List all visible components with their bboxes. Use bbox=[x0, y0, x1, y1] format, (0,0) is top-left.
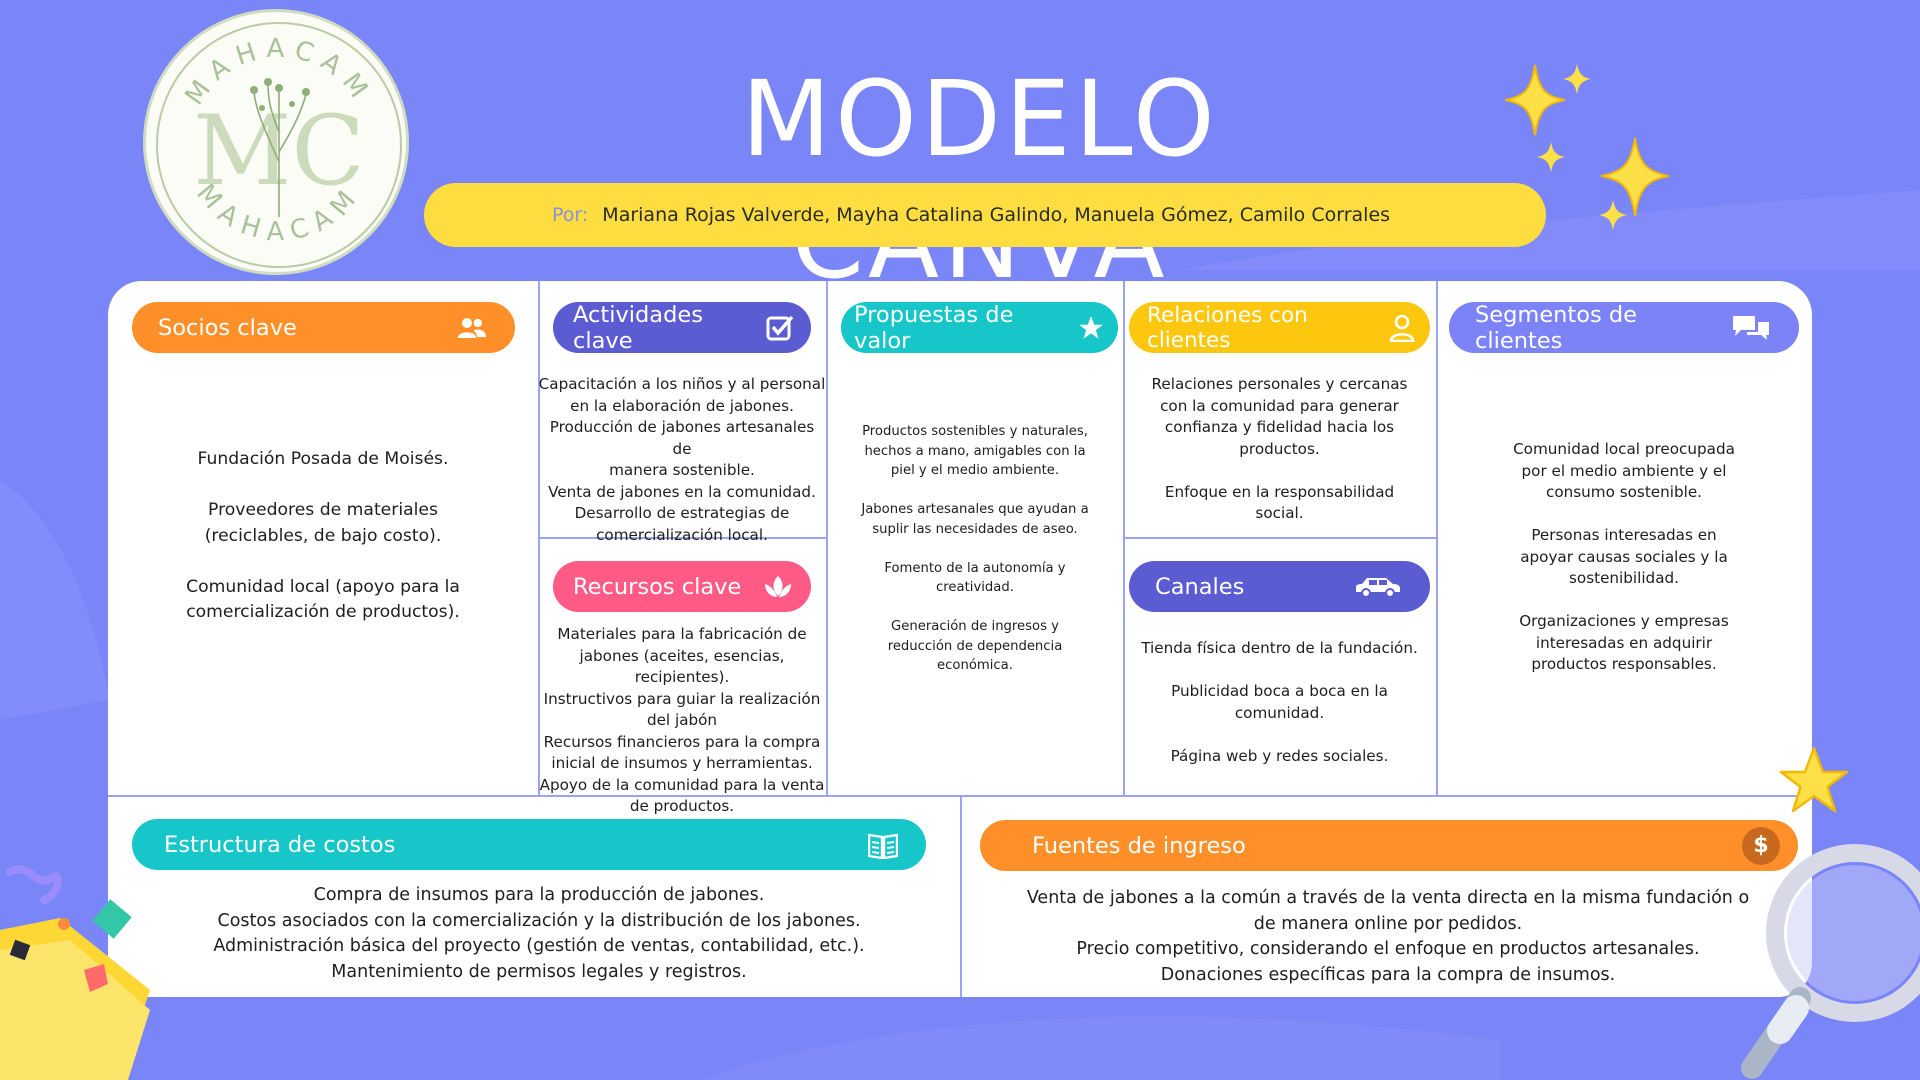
section-header-estructura-de-costos: Estructura de costos bbox=[132, 819, 926, 870]
section-title: Recursos clave bbox=[573, 573, 742, 600]
section-title: Fuentes de ingreso bbox=[1032, 832, 1246, 859]
section-header-propuestas-de-valor: Propuestas de valor bbox=[841, 301, 1118, 354]
section-header-canales: Canales bbox=[1129, 561, 1430, 612]
star-icon bbox=[1076, 313, 1106, 343]
divider bbox=[960, 795, 962, 997]
estructura-de-costos-content: Compra de insumos para la producción de … bbox=[213, 885, 865, 982]
socios-clave-content: Fundación Posada de Moisés. Proveedores … bbox=[186, 449, 460, 622]
person-icon bbox=[1387, 313, 1416, 343]
canales-content: Tienda física dentro de la fundación. Pu… bbox=[1141, 639, 1418, 765]
propuestas-de-valor-content: Productos sostenibles y naturales, hecho… bbox=[861, 424, 1089, 673]
car-icon bbox=[1354, 572, 1402, 602]
section-header-segmentos-de-clientes: Segmentos de clientes bbox=[1449, 301, 1799, 354]
section-header-actividades-clave: Actividades clave bbox=[553, 301, 811, 354]
recursos-clave-content: Materiales para la fabricación de jabone… bbox=[539, 625, 825, 815]
section-header-fuentes-de-ingreso: Fuentes de ingreso $ bbox=[980, 820, 1798, 871]
section-title: Canales bbox=[1155, 573, 1245, 600]
divider bbox=[538, 537, 826, 539]
mahacam-logo: MAHACAM MAHACAM MC bbox=[143, 9, 409, 275]
divider bbox=[538, 281, 540, 797]
canvas-board: Socios clave Fundación Posada de Moisés.… bbox=[108, 281, 1812, 997]
relaciones-con-clientes-content: Relaciones personales y cercanas con la … bbox=[1151, 375, 1408, 522]
lotus-icon bbox=[763, 572, 793, 602]
divider bbox=[826, 281, 828, 797]
section-title: Segmentos de clientes bbox=[1475, 301, 1638, 354]
section-header-socios-clave: Socios clave bbox=[132, 302, 515, 353]
book-icon bbox=[868, 830, 898, 860]
divider bbox=[1123, 537, 1436, 539]
sparkles-icon bbox=[1505, 64, 1670, 230]
section-title: Actividades clave bbox=[573, 301, 703, 354]
authors-banner: Por: Mariana Rojas Valverde, Mayha Catal… bbox=[424, 183, 1546, 247]
actividades-clave-content: Capacitación a los niños y al personal e… bbox=[538, 375, 826, 544]
authors-names: Mariana Rojas Valverde, Mayha Catalina G… bbox=[602, 204, 1391, 226]
section-header-relaciones-con-clientes: Relaciones con clientes bbox=[1129, 302, 1430, 353]
chat-bubbles-icon bbox=[1731, 313, 1771, 343]
authors-label: Por: bbox=[552, 204, 589, 226]
divider bbox=[1436, 281, 1438, 797]
section-title: Relaciones con clientes bbox=[1147, 302, 1308, 353]
fuentes-de-ingreso-content: Venta de jabones a la común a través de … bbox=[1026, 888, 1750, 985]
checkbox-icon bbox=[766, 313, 795, 343]
section-title: Estructura de costos bbox=[164, 831, 396, 858]
section-title: Socios clave bbox=[158, 314, 297, 341]
section-title: Propuestas de valor bbox=[854, 301, 1014, 354]
divider bbox=[1123, 281, 1125, 797]
people-icon bbox=[457, 313, 487, 343]
section-header-recursos-clave: Recursos clave bbox=[553, 561, 811, 612]
page-title: MODELO CANVA bbox=[741, 58, 1219, 302]
dollar-icon: $ bbox=[1742, 826, 1780, 865]
segmentos-de-clientes-content: Comunidad local preocupada por el medio … bbox=[1513, 440, 1735, 673]
